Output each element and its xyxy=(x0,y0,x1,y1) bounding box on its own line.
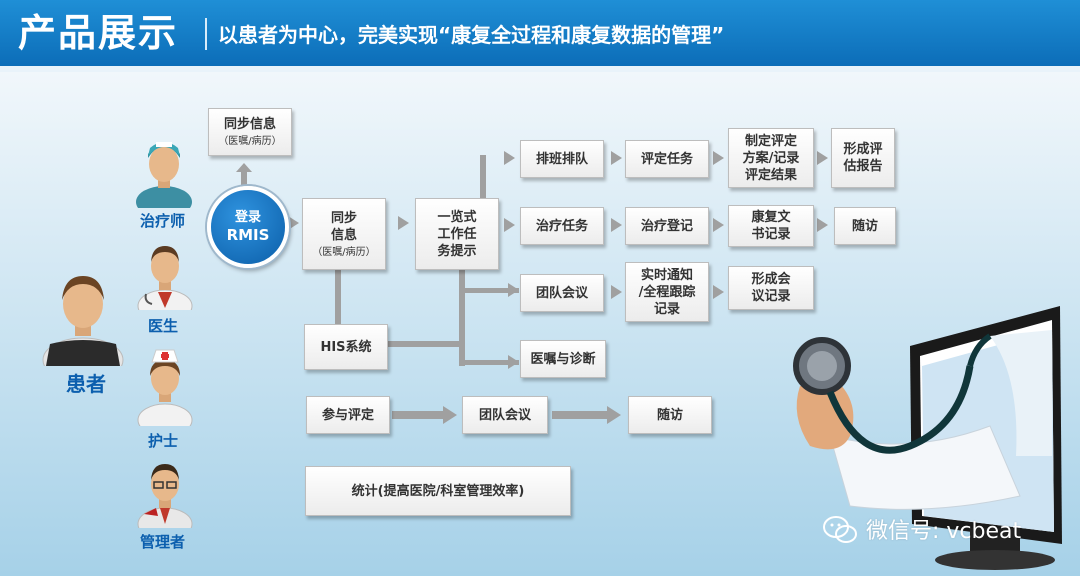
doctor-label: 医生 xyxy=(148,315,178,336)
patient-label: 患者 xyxy=(66,368,106,397)
meeting-record-line1: 形成会 xyxy=(751,271,790,288)
eval-plan-line3: 评定结果 xyxy=(745,167,797,184)
rehab-doc-box: 康复文 书记录 xyxy=(728,205,814,247)
arrow-right xyxy=(611,218,622,232)
arrow-right xyxy=(508,355,519,369)
page-title: 产品展示 xyxy=(18,10,178,56)
arrow-right xyxy=(508,283,519,297)
followup-box-2: 随访 xyxy=(628,396,712,434)
task-overview-box: 一览式 工作任 务提示 xyxy=(415,198,499,270)
eval-task-label: 评定任务 xyxy=(641,151,693,168)
order-diagnosis-label: 医嘱与诊断 xyxy=(530,351,595,368)
eval-task-box: 评定任务 xyxy=(625,140,709,178)
sync-info-line1: 同步 xyxy=(331,210,357,227)
rmis-line2: RMIS xyxy=(227,226,270,244)
team-meeting-box-2: 团队会议 xyxy=(462,396,548,434)
eval-plan-box: 制定评定 方案/记录 评定结果 xyxy=(728,128,814,188)
rmis-login-circle: 登录 RMIS xyxy=(207,186,289,268)
arrow-right xyxy=(713,218,724,232)
connector-line xyxy=(388,341,462,347)
connector-line xyxy=(459,268,465,366)
his-system-box: HIS系统 xyxy=(304,324,388,370)
treat-task-label: 治疗任务 xyxy=(536,218,588,235)
statistics-label: 统计(提高医院/科室管理效率) xyxy=(352,483,525,500)
eval-report-box: 形成评 估报告 xyxy=(831,128,895,188)
nurse-icon xyxy=(136,346,194,426)
therapist-label: 治疗师 xyxy=(140,210,185,231)
rehab-doc-line1: 康复文 xyxy=(751,209,790,226)
arrow-right xyxy=(817,151,828,165)
task-overview-line3: 务提示 xyxy=(437,243,476,260)
followup-box-1: 随访 xyxy=(834,207,896,245)
connector-line xyxy=(552,411,608,419)
team-meeting-label-1: 团队会议 xyxy=(536,285,588,302)
task-overview-line1: 一览式 xyxy=(437,209,476,226)
treat-register-label: 治疗登记 xyxy=(641,218,693,235)
meeting-record-line2: 议记录 xyxy=(751,288,790,305)
title-separator xyxy=(205,18,207,50)
his-system-label: HIS系统 xyxy=(320,339,371,356)
statistics-box: 统计(提高医院/科室管理效率) xyxy=(305,466,571,516)
manager-label: 管理者 xyxy=(140,531,185,552)
join-eval-box: 参与评定 xyxy=(306,396,390,434)
arrow-right xyxy=(398,216,409,230)
sync-info-top-box: 同步信息 （医嘱/病历） xyxy=(208,108,292,156)
connector-line xyxy=(241,172,247,186)
arrow-right xyxy=(504,151,515,165)
task-overview-line2: 工作任 xyxy=(437,226,476,243)
sync-info-top-sub: （医嘱/病历） xyxy=(218,135,281,148)
treat-register-box: 治疗登记 xyxy=(625,207,709,245)
arrow-right xyxy=(611,151,622,165)
therapist-icon xyxy=(134,134,194,208)
rehab-doc-line2: 书记录 xyxy=(751,226,790,243)
nurse-label: 护士 xyxy=(148,430,178,451)
sync-info-sub: （医嘱/病历） xyxy=(312,246,375,259)
sync-info-top-title: 同步信息 xyxy=(224,116,276,133)
doctor-icon xyxy=(136,238,194,310)
wechat-watermark: 微信号: vcbeat xyxy=(826,513,1021,545)
notify-line2: /全程跟踪 xyxy=(639,284,696,301)
meeting-record-box: 形成会 议记录 xyxy=(728,266,814,310)
eval-plan-line2: 方案/记录 xyxy=(743,150,800,167)
arrow-right xyxy=(713,285,724,299)
manager-icon xyxy=(136,456,194,528)
arrow-right xyxy=(443,406,457,424)
arrow-right xyxy=(713,151,724,165)
patient-icon xyxy=(40,266,126,366)
connector-line xyxy=(335,268,341,324)
eval-report-line2: 估报告 xyxy=(843,158,882,175)
team-meeting-label-2: 团队会议 xyxy=(479,407,531,424)
arrow-right xyxy=(288,216,299,230)
arrow-right xyxy=(817,218,828,232)
treat-task-box: 治疗任务 xyxy=(520,207,604,245)
join-eval-label: 参与评定 xyxy=(322,407,374,424)
page-subtitle: 以患者为中心，完美实现“康复全过程和康复数据的管理” xyxy=(218,22,724,48)
schedule-label: 排班排队 xyxy=(536,151,588,168)
followup-label-2: 随访 xyxy=(657,407,683,424)
team-meeting-box-1: 团队会议 xyxy=(520,274,604,312)
followup-label-1: 随访 xyxy=(852,218,878,235)
arrow-right xyxy=(607,406,621,424)
sync-info-line2: 信息 xyxy=(331,227,357,244)
order-diagnosis-box: 医嘱与诊断 xyxy=(520,340,606,378)
arrow-up xyxy=(236,163,252,172)
schedule-box: 排班排队 xyxy=(520,140,604,178)
arrow-right xyxy=(504,218,515,232)
notify-line3: 记录 xyxy=(654,301,680,318)
connector-line xyxy=(392,411,444,419)
rmis-line1: 登录 xyxy=(235,210,261,226)
arrow-right xyxy=(611,285,622,299)
sync-info-box: 同步 信息 （医嘱/病历） xyxy=(302,198,386,270)
eval-report-line1: 形成评 xyxy=(843,141,882,158)
notify-line1: 实时通知 xyxy=(641,267,693,284)
notify-track-box: 实时通知 /全程跟踪 记录 xyxy=(625,262,709,322)
wechat-watermark-text: 微信号: vcbeat xyxy=(866,519,1021,544)
eval-plan-line1: 制定评定 xyxy=(745,133,797,150)
